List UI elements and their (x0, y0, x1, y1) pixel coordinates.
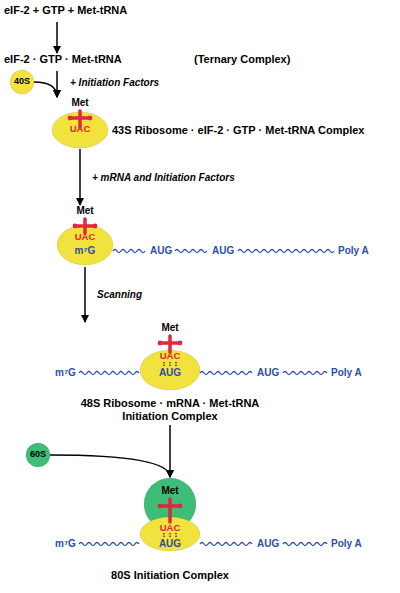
flow-arrow (169, 425, 171, 477)
mrna-strand (175, 250, 207, 253)
node-text: AUG (150, 245, 172, 257)
base-pair-dot (163, 535, 165, 537)
node-shape (55, 205, 380, 267)
base-pair-dot (175, 533, 177, 535)
base-pair-dot (175, 362, 177, 364)
trna-loop (178, 504, 183, 509)
ribosome-body (140, 517, 200, 551)
node-text: UAC (155, 351, 185, 362)
subunit-body (26, 443, 50, 467)
ribosome-complex: MetUAC 43S Ribosome · eIF-2 · GTP · Met-t… (50, 97, 395, 149)
node-text: eIF-2 · GTP · Met-tRNA (4, 53, 122, 66)
node-text: Met (65, 97, 95, 109)
trna-loop (158, 504, 163, 509)
mrna-strand (113, 250, 145, 253)
ribosome-body (52, 112, 108, 148)
trna-loop (158, 341, 163, 346)
node-text: Met (155, 485, 185, 497)
node-text: 60S (26, 449, 50, 459)
base-pair-dot (169, 535, 171, 537)
base-pair-dot (169, 364, 171, 366)
mrna-strand (200, 543, 252, 546)
node-text: UAC (70, 232, 100, 243)
base-pair-dot (163, 533, 165, 535)
text-node: eIF-2 + GTP + Met-tRNA (4, 4, 179, 22)
trna-loop (73, 224, 78, 229)
trna-loop (93, 224, 98, 229)
flow-arrow (34, 82, 57, 97)
ribosome-body (140, 350, 200, 390)
node-text: (Ternary Complex) (194, 53, 290, 66)
trna-loop (88, 116, 93, 121)
node-shape (50, 97, 395, 149)
complex-heading: 43S Ribosome · eIF-2 · GTP · Met-tRNA Co… (112, 124, 364, 137)
node-text: Poly A (331, 367, 362, 379)
node-text: Poly A (331, 538, 362, 550)
mrna-strand (283, 372, 327, 375)
trna-arm (71, 116, 89, 120)
node-text: AUG (212, 245, 234, 257)
ribosome-complex: MetUAC m⁷G AUG AUG Poly A (55, 205, 380, 267)
mrna-strand (79, 372, 139, 375)
base-pair-dot (169, 362, 171, 364)
node-text: eIF-2 + GTP + Met-tRNA (4, 4, 127, 17)
mrna-strand (283, 543, 327, 546)
base-pair-dot (169, 533, 171, 535)
flow-arrow (56, 71, 58, 97)
subunit-circle: 60S (26, 443, 50, 467)
mrna-strand (200, 372, 252, 375)
flow-arrow (50, 455, 170, 477)
trna-stem (168, 499, 172, 522)
base-pair-dot (175, 364, 177, 366)
mrna-strand (79, 543, 139, 546)
node-text: Met (70, 205, 100, 217)
mrna-strand (238, 250, 334, 253)
flow-arrow (84, 267, 86, 322)
trna-loop (68, 116, 73, 121)
node-text: Met (155, 322, 185, 334)
node-text: UAC (65, 124, 95, 135)
edge-label: + Initiation Factors (70, 77, 159, 89)
subunit-body (10, 70, 34, 94)
node-text: AUG (257, 367, 279, 379)
node-text: Poly A (338, 245, 369, 257)
flow-arrow (79, 149, 81, 205)
node-text: 40S (10, 76, 34, 86)
trna-arm (76, 224, 94, 228)
node-text: m⁷G (55, 367, 76, 379)
ribosome-complex: MetUAC m⁷G AUG AUG Poly A 80S Initiation Comp… (55, 477, 380, 587)
trna-arm (161, 341, 179, 345)
node-text: m⁷G (70, 245, 100, 257)
node-text: AUG (155, 538, 185, 550)
node-text: AUG (257, 538, 279, 550)
text-node: eIF-2 · GTP · Met-tRNA (Ternary Complex) (4, 53, 304, 71)
base-pair-dot (163, 362, 165, 364)
subunit-circle: 40S (10, 70, 34, 94)
node-text: UAC (155, 523, 185, 534)
edge-label: + mRNA and Initiation Factors (92, 172, 235, 184)
node-text: m⁷G (55, 538, 76, 550)
base-pair-dot (163, 364, 165, 366)
flow-arrow (56, 22, 58, 53)
node-text: AUG (155, 367, 185, 379)
edge-label: Scanning (97, 289, 142, 301)
ribosome-complex: MetUAC m⁷G AUG AUG Poly A 48S Ribosome · mRNA… (55, 322, 380, 425)
trna-loop (178, 341, 183, 346)
base-pair-dot (175, 535, 177, 537)
trna-arm (161, 504, 179, 508)
complex-heading: 80S Initiation Complex (70, 569, 270, 582)
complex-heading: 48S Ribosome · mRNA · Met-tRNA Initiatio… (70, 397, 270, 422)
